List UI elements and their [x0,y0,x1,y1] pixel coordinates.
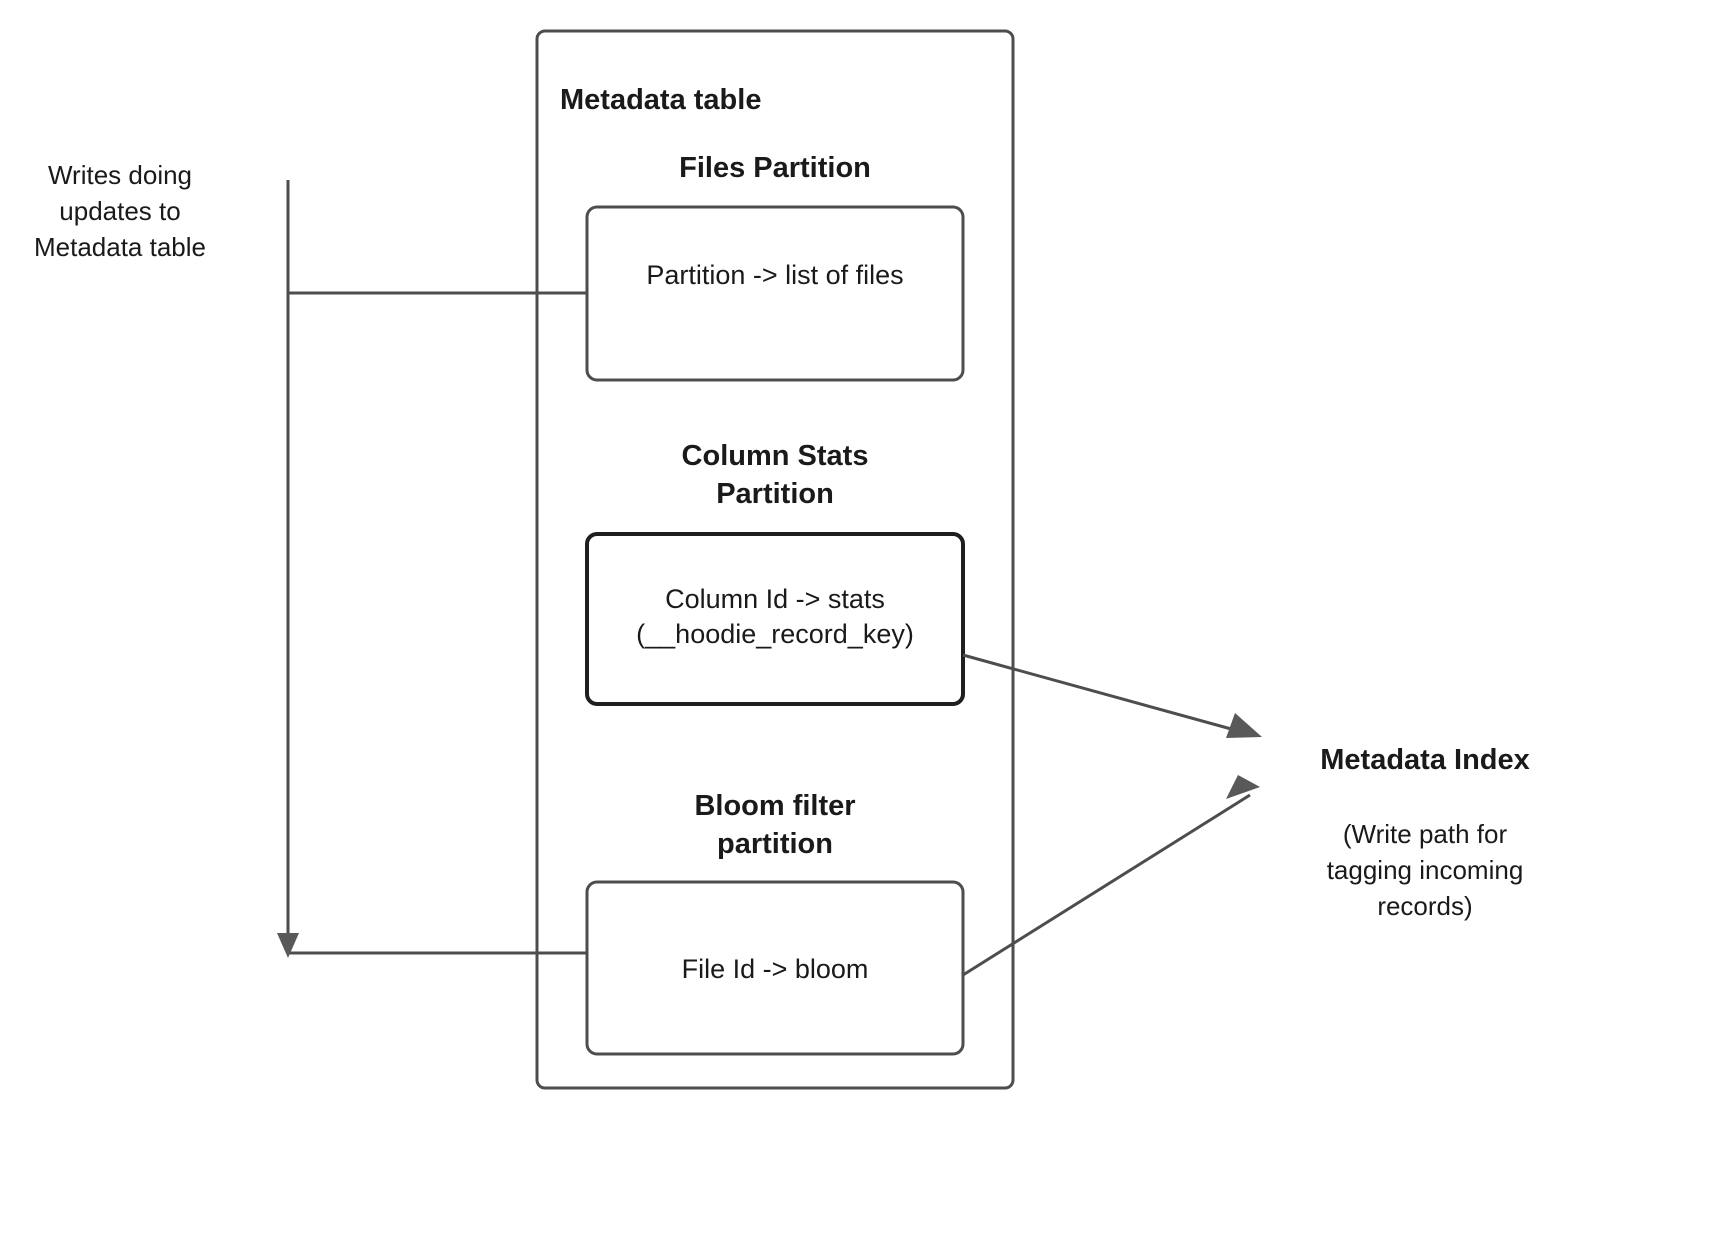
bloom-filter-partition-box [585,880,965,1056]
bloom-filter-to-index-arrowhead-icon [1226,775,1260,799]
bloom-filter-to-index-line [962,793,1251,977]
column-stats-to-index-line [962,653,1254,737]
column-stats-to-index-arrowhead-icon [1226,713,1262,738]
bloom-filter-partition-box-text: File Id -> bloom [681,954,869,984]
writes-note-label: Writes doing updates to Metadata table [33,160,206,262]
files-partition-box [585,205,965,382]
column-stats-partition-heading: Column Stats Partition [681,440,869,510]
writes-connector-arrowhead-icon [277,933,299,958]
files-partition-heading: Files Partition [679,152,871,184]
column-stats-partition-box [585,532,965,706]
column-stats-partition-box-text: Column Id -> stats (__hoodie_record_key) [636,584,914,650]
metadata-index-title: Metadata Index [1320,744,1530,776]
metadata-index-note: (Write path for tagging incoming records… [1326,819,1524,921]
metadata-table-title: Metadata table [560,84,762,116]
bloom-filter-partition-heading: Bloom filter partition [694,790,856,860]
files-partition-box-text: Partition -> list of files [646,260,904,290]
